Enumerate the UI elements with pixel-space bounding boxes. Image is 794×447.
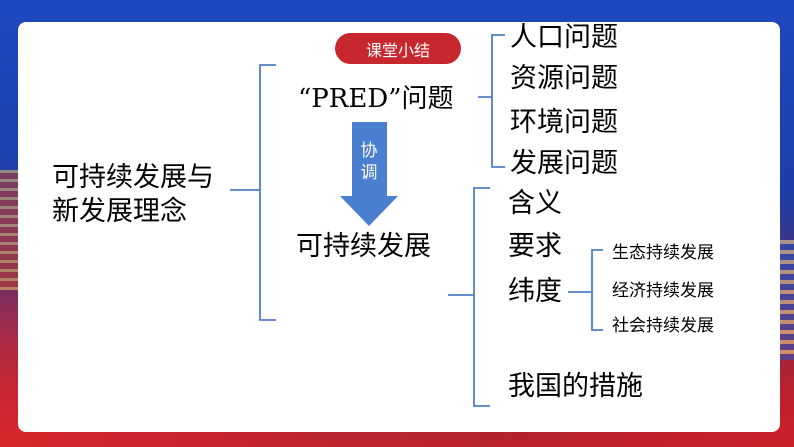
content-card [18, 22, 780, 432]
pred-item: 环境问题 [510, 107, 618, 138]
sustainable-item: 要求 [508, 231, 562, 262]
root-topic-line2: 新发展理念 [52, 196, 187, 227]
dimension-item: 经济持续发展 [612, 281, 714, 301]
decoration-left [0, 170, 22, 290]
dimension-item: 社会持续发展 [612, 316, 714, 336]
root-topic-line1: 可持续发展与 [52, 162, 214, 193]
pred-label: “PRED”问题 [298, 84, 454, 114]
pred-item: 资源问题 [510, 63, 618, 94]
arrow-text-line2: 调 [360, 163, 378, 183]
coordinate-arrow [340, 122, 398, 226]
sustainable-item: 纬度 [508, 276, 562, 307]
arrow-text-line1: 协 [360, 141, 378, 161]
arrow-text: 协 调 [353, 140, 385, 184]
main-brace [230, 64, 276, 321]
pred-item: 发展问题 [510, 148, 618, 179]
sustainable-label: 可持续发展 [296, 231, 431, 262]
section-badge: 课堂小结 [335, 33, 461, 64]
pred-item: 人口问题 [510, 22, 618, 53]
dimension-item: 生态持续发展 [612, 243, 714, 263]
decoration-right [778, 240, 794, 360]
sustainable-item: 我国的措施 [508, 371, 643, 402]
pred-brace [478, 34, 505, 168]
sustainable-brace [448, 187, 490, 407]
sustainable-item: 含义 [508, 188, 562, 219]
dimensions-brace [568, 249, 603, 331]
